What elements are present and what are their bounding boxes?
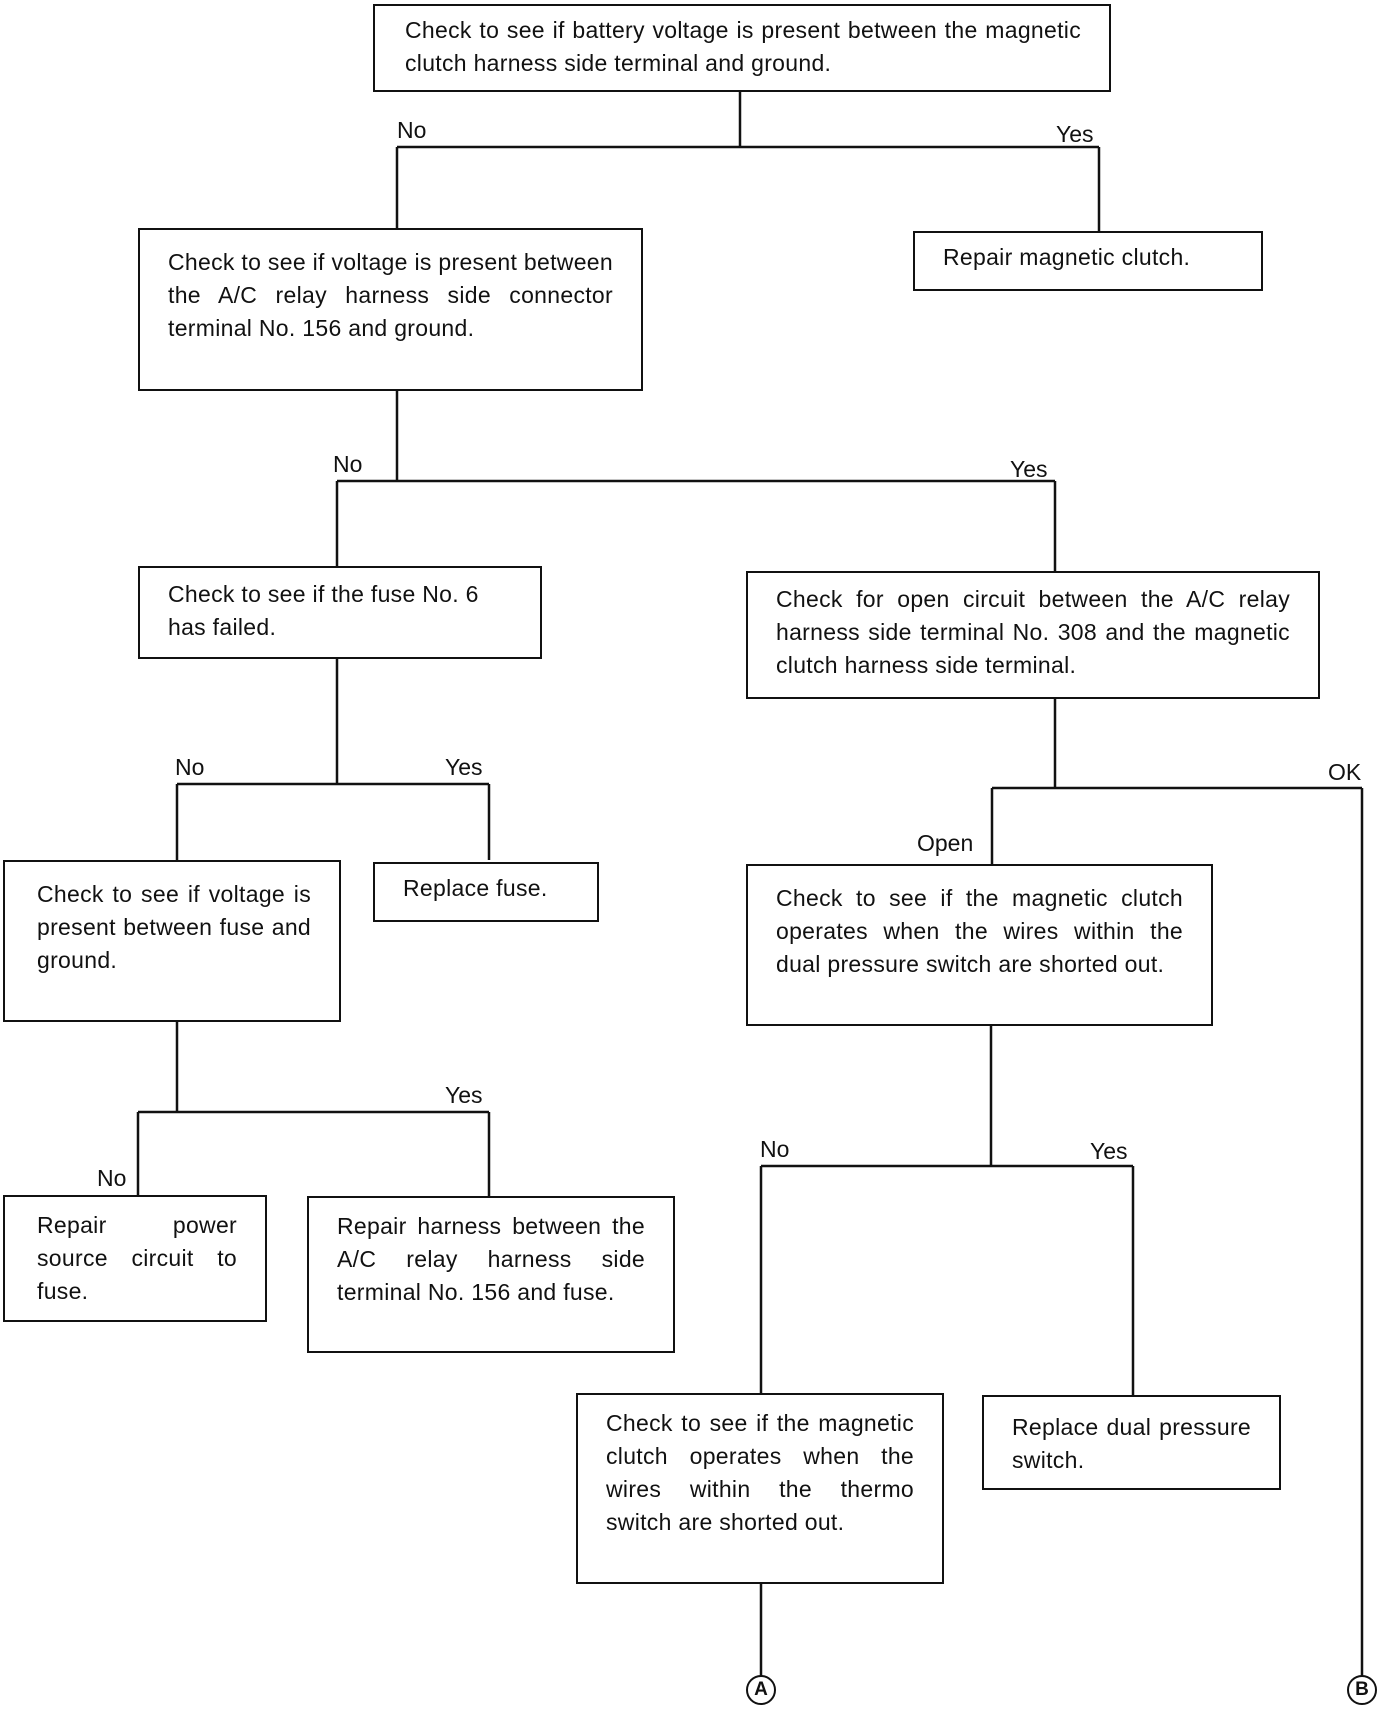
replace-dual-pressure-box: Replace dual pressure switch.	[982, 1395, 1281, 1490]
check-open-circuit-box: Check for open circuit between the A/C r…	[746, 571, 1320, 699]
check-fuse-voltage-box: Check to see if voltage is present betwe…	[3, 860, 341, 1022]
branch-label-no: No	[397, 117, 427, 143]
branch-label-yes: Yes	[1090, 1138, 1128, 1164]
branch-label-ok: OK	[1328, 759, 1362, 785]
branch-label-open: Open	[917, 830, 974, 856]
replace-fuse-box: Replace fuse.	[373, 862, 599, 922]
branch-label-yes: Yes	[445, 1082, 483, 1108]
repair-power-source-box: Repair power source circuit to fuse.	[3, 1195, 267, 1322]
connector-a-circle: A	[746, 1675, 776, 1705]
branch-label-yes: Yes	[1010, 456, 1048, 482]
check-relay-voltage-box: Check to see if voltage is present betwe…	[138, 228, 643, 391]
repair-harness-box: Repair harness between the A/C relay har…	[307, 1196, 675, 1353]
branch-label-no: No	[97, 1165, 127, 1191]
repair-magnetic-clutch-box: Repair magnetic clutch.	[913, 231, 1263, 291]
branch-label-no: No	[333, 451, 363, 477]
branch-label-yes: Yes	[445, 754, 483, 780]
check-fuse-box: Check to see if the fuse No. 6 has faile…	[138, 566, 542, 659]
branch-label-no: No	[175, 754, 205, 780]
branch-label-no: No	[760, 1136, 790, 1162]
connector-b-circle: B	[1347, 1675, 1377, 1705]
check-battery-voltage-box: Check to see if battery voltage is prese…	[373, 4, 1111, 92]
branch-label-yes: Yes	[1056, 121, 1094, 147]
check-dual-pressure-box: Check to see if the magnetic clutch oper…	[746, 864, 1213, 1026]
check-thermo-box: Check to see if the magnetic clutch oper…	[576, 1393, 944, 1584]
